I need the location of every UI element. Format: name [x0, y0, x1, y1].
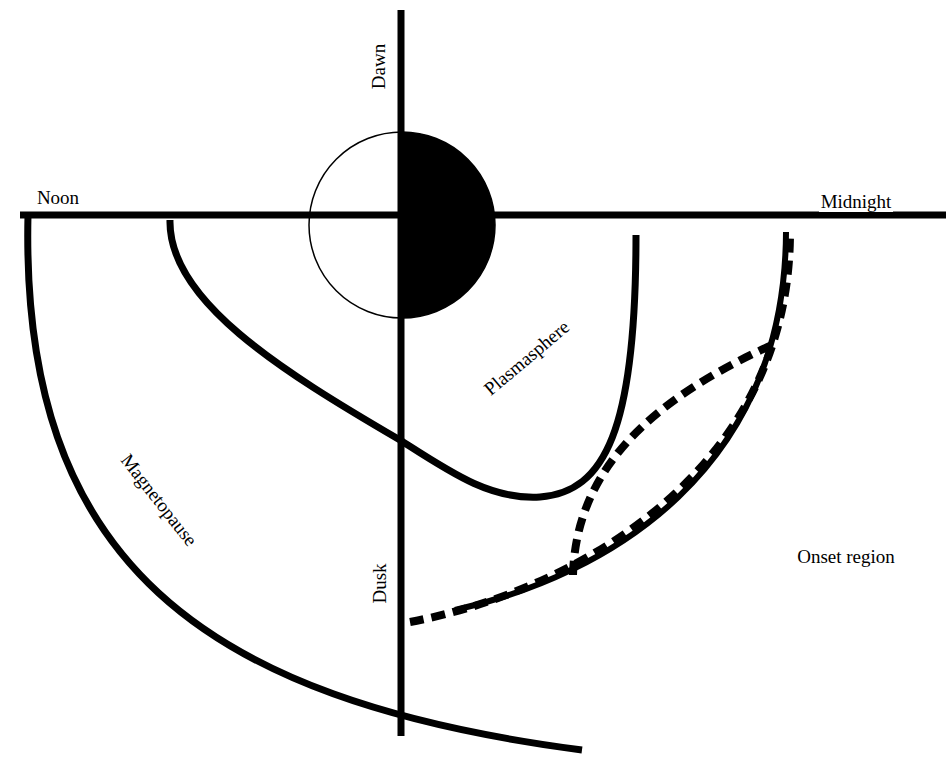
earth-night-side [402, 132, 495, 318]
noon-midnight-axis [20, 212, 946, 219]
dashed-branch [573, 345, 772, 575]
direction-label: Dusk [370, 561, 391, 605]
direction-label: Noon [35, 188, 81, 209]
boundary-label: Magnetopause [114, 448, 201, 551]
dawn-dusk-axis [398, 10, 405, 736]
region-label: Onset region [795, 547, 897, 568]
magnetopause-curve [28, 215, 582, 750]
plasmasphere-curve [170, 220, 636, 497]
direction-label: Dawn [370, 41, 391, 90]
region-label: Plasmasphere [479, 315, 576, 401]
earth-day-side [309, 132, 402, 318]
outer-boundary-curve [455, 232, 786, 610]
dashed-boundary [410, 232, 790, 622]
direction-label: Midnight [819, 192, 894, 213]
